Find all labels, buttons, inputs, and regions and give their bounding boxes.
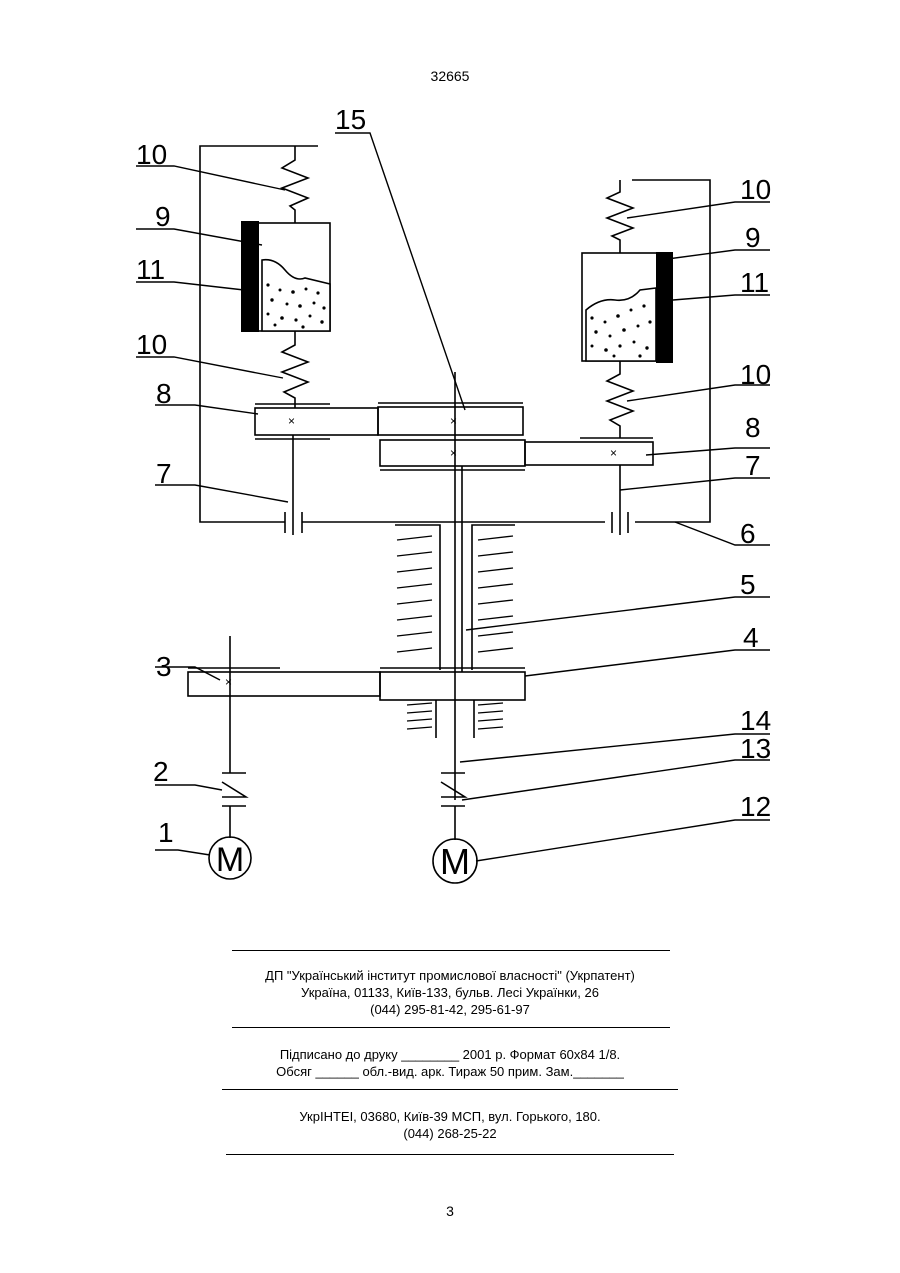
footer-page-number: 3 <box>0 1203 900 1219</box>
spring-top-right <box>607 180 633 253</box>
label-5: 5 <box>740 569 756 600</box>
publisher-block: ДП "Український інститут промислової вла… <box>0 967 900 1018</box>
print-info-line1: Підписано до друку ________ 2001 р. Форм… <box>0 1046 900 1063</box>
label-15: 15 <box>335 104 366 135</box>
label-6: 6 <box>740 518 756 549</box>
gear-3 <box>188 672 380 696</box>
label-9-left: 9 <box>155 201 171 232</box>
divider <box>222 1089 678 1090</box>
drum-left <box>395 525 440 670</box>
label-11-right: 11 <box>740 267 769 298</box>
publisher-name: ДП "Український інститут промислової вла… <box>0 967 900 984</box>
publisher-phone: (044) 295-81-42, 295-61-97 <box>0 1001 900 1018</box>
label-8-left: 8 <box>156 378 172 409</box>
label-13: 13 <box>740 733 771 764</box>
frame-line <box>200 146 318 522</box>
printer-phone: (044) 268-25-22 <box>0 1125 900 1142</box>
coupling-2-zig <box>222 782 246 797</box>
gear-mark-8-left: × <box>288 414 295 428</box>
brake-pad-right <box>656 252 673 363</box>
kinematic-diagram: × × × × × M M 10 9 11 10 8 7 3 2 1 15 10… <box>0 0 900 900</box>
label-10-top-left: 10 <box>136 139 167 170</box>
label-12: 12 <box>740 791 771 822</box>
gear-mark-15-upper: × <box>450 414 457 428</box>
label-11-left: 11 <box>136 254 165 285</box>
gear-mark-15-lower: × <box>450 446 457 460</box>
label-8-right: 8 <box>745 412 761 443</box>
divider <box>232 1027 670 1028</box>
fill-right <box>586 288 656 361</box>
spring-mid-left <box>282 331 308 408</box>
printer-address: УкрІНТЕІ, 03680, Київ-39 МСП, вул. Горьк… <box>0 1108 900 1125</box>
label-4: 4 <box>743 622 759 653</box>
print-info-block: Підписано до друку ________ 2001 р. Форм… <box>0 1046 900 1080</box>
label-3: 3 <box>156 651 172 682</box>
spring-mid-right <box>607 361 633 438</box>
label-7-left: 7 <box>156 458 172 489</box>
label-7-right: 7 <box>745 450 761 481</box>
divider <box>232 950 670 951</box>
label-10-top-right: 10 <box>740 174 771 205</box>
spring-top-left <box>282 146 308 223</box>
motor-12-glyph: M <box>440 841 470 882</box>
gear-8-right <box>525 442 653 465</box>
gear-mark-8-right: × <box>610 446 617 460</box>
gear-4 <box>380 672 525 700</box>
gear-marks: × × × × × <box>225 414 617 689</box>
label-14: 14 <box>740 705 771 736</box>
leader-lines <box>136 133 770 861</box>
brake-pad-left <box>241 221 259 332</box>
label-9-right: 9 <box>745 222 761 253</box>
gear-mark-3: × <box>225 675 232 689</box>
label-10-mid-left: 10 <box>136 329 167 360</box>
gear-8-left <box>255 408 378 435</box>
label-10-mid-right: 10 <box>740 359 771 390</box>
printer-block: УкрІНТЕІ, 03680, Київ-39 МСП, вул. Горьк… <box>0 1108 900 1142</box>
label-2: 2 <box>153 756 169 787</box>
motor-1-glyph: M <box>216 841 244 879</box>
print-info-line2: Обсяг ______ обл.-вид. арк. Тираж 50 при… <box>0 1063 900 1080</box>
coupling-13-zig <box>441 782 465 797</box>
divider <box>226 1154 674 1155</box>
publisher-address: Україна, 01133, Київ-133, бульв. Лесі Ук… <box>0 984 900 1001</box>
label-1: 1 <box>158 817 174 848</box>
